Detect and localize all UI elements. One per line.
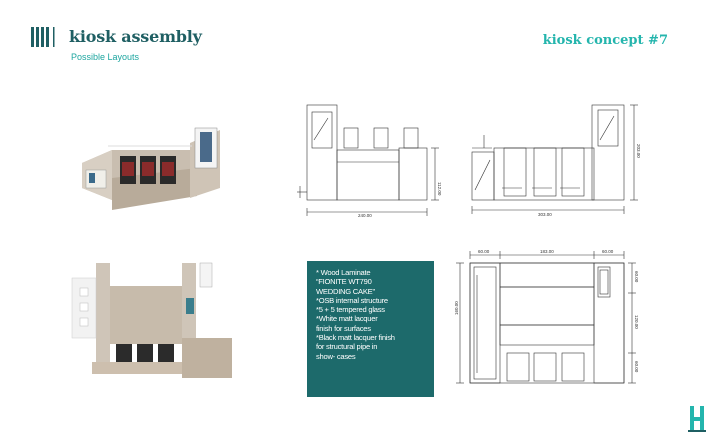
kiosk-perspective-render <box>72 118 242 213</box>
spec-line: *White matt lacquer <box>316 314 378 324</box>
side-height-label: 203.00 <box>636 144 641 158</box>
plan-right-b-label: 120.00 <box>634 315 639 329</box>
spec-line: *5 + 5 tempered glass <box>316 305 385 315</box>
plan-right-a-label: 60.00 <box>634 271 639 283</box>
plan-top-left-label: 60.00 <box>478 249 490 254</box>
materials-spec-box: * Wood Laminate “FIONITE WT790 WEDDING C… <box>307 261 434 397</box>
concept-title: kiosk concept #7 <box>542 33 668 48</box>
plan-right-c-label: 60.00 <box>634 361 639 373</box>
page-subtitle: Possible Layouts <box>71 52 140 62</box>
front-width-label: 240.00 <box>358 213 372 218</box>
plan-top-mid-label: 183.00 <box>540 249 554 254</box>
plan-top-right-label: 60.00 <box>602 249 614 254</box>
spec-line: *Black matt lacquer finish <box>316 333 395 343</box>
spec-line: WEDDING CAKE” <box>316 286 375 296</box>
spec-line: *OSB internal structure <box>316 295 388 305</box>
plan-left-height-label: 160.00 <box>454 301 459 315</box>
front-elevation-drawing: 240.00 112.00 <box>292 100 452 220</box>
plan-drawing: 60.00 183.00 60.00 160.00 60.00 120.00 6… <box>452 245 642 395</box>
side-elevation-drawing: 303.00 203.00 <box>462 100 647 220</box>
spec-line: for structural pipe in <box>316 342 378 352</box>
brand-bars-icon <box>31 27 55 47</box>
page-title: kiosk assembly <box>69 27 202 46</box>
front-height-label: 112.00 <box>437 182 442 196</box>
spec-line: show- cases <box>316 351 356 361</box>
side-width-label: 303.00 <box>538 212 552 217</box>
spec-line: “FIONITE WT790 <box>316 277 372 287</box>
spec-line: finish for surfaces <box>316 323 371 333</box>
h-logo-icon <box>688 406 706 432</box>
kiosk-top-render <box>62 258 232 383</box>
spec-line: * Wood Laminate <box>316 268 371 277</box>
